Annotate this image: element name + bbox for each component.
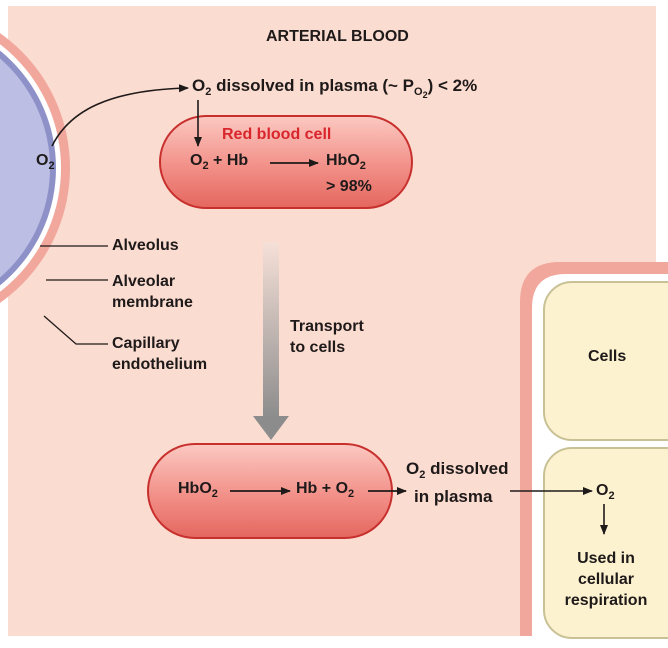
- alveolus-label: Alveolus: [112, 237, 179, 254]
- tissue-cell-lower: [543, 447, 668, 639]
- o2-diffusion-arrow: [51, 84, 189, 147]
- o2-plus-hb-label: O2 + Hb: [190, 152, 249, 172]
- alveolus: [0, 58, 50, 278]
- cell-o2-label: O2: [596, 482, 615, 502]
- hb-plus-o2-label: Hb + O2: [296, 480, 355, 500]
- cells-label: Cells: [588, 348, 627, 365]
- endothelium-leader: [43, 315, 108, 345]
- transport-arrow-shaft: [263, 242, 279, 418]
- alveolus-o2-label: O2: [36, 152, 55, 172]
- transport-arrow-head: [253, 416, 289, 440]
- dissolved-plasma-top-label: O2 dissolved in plasma (~ PO2) < 2%: [192, 76, 478, 100]
- red-blood-cell-title: Red blood cell: [222, 126, 332, 143]
- diagram-title: ARTERIAL BLOOD: [266, 28, 409, 45]
- hbo2-bottom-label: HbO2: [178, 480, 218, 500]
- percent-bound-label: > 98%: [326, 178, 372, 195]
- tissue-cell-upper: [543, 281, 668, 441]
- hbo2-top-label: HbO2: [326, 152, 366, 172]
- red-blood-cell-top: [159, 115, 413, 209]
